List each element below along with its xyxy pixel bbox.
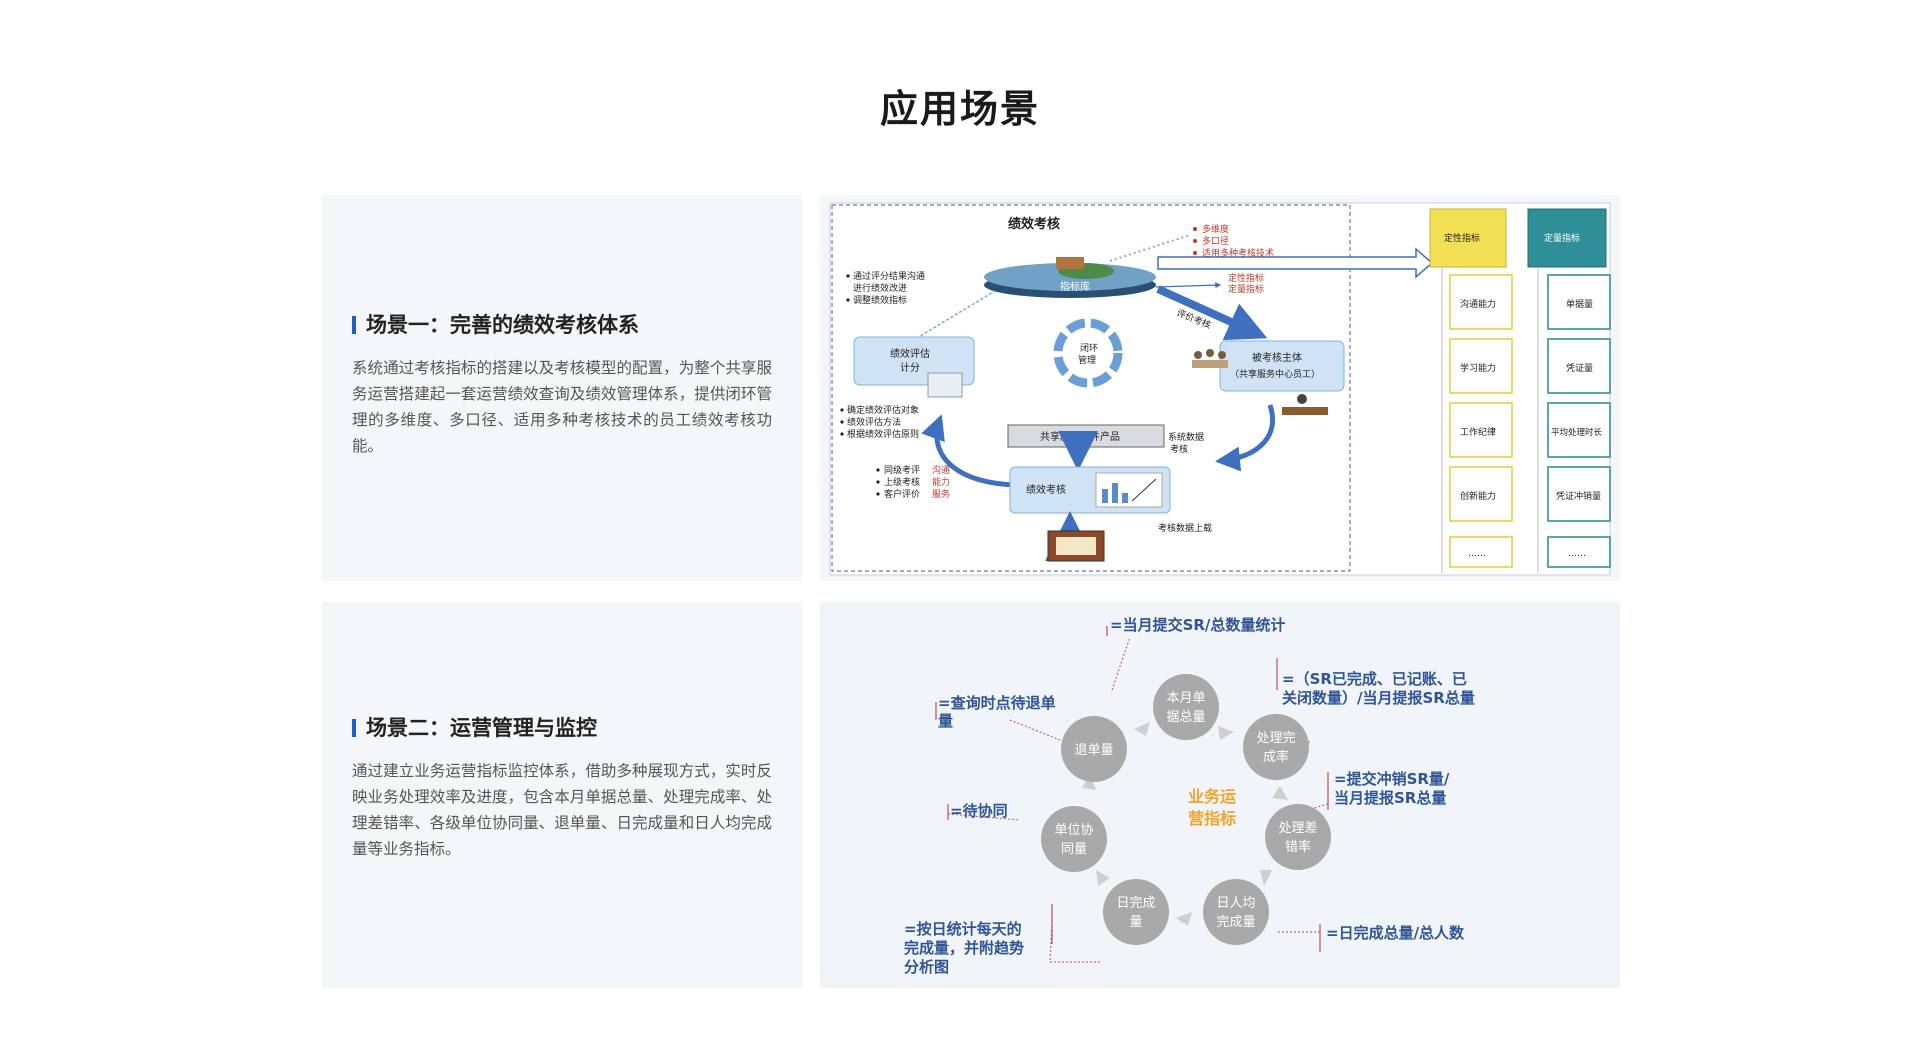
formula-return-2: 量 bbox=[938, 712, 953, 730]
svg-text:量: 量 bbox=[1129, 915, 1142, 930]
d1-review-2-tag: 能力 bbox=[932, 476, 950, 488]
indicator-disc bbox=[984, 257, 1156, 298]
kpi-node-daily: 日完成 量 bbox=[1103, 879, 1169, 945]
employee-icon bbox=[1282, 394, 1328, 415]
qualitative-header bbox=[1429, 208, 1507, 268]
d1-upload: 考核数据上载 bbox=[1158, 522, 1212, 534]
svg-text:处理完: 处理完 bbox=[1256, 731, 1295, 746]
formula-daily-1: =按日统计每天的 bbox=[904, 920, 1022, 938]
d1-feature-3: 适用多种考核技术 bbox=[1202, 247, 1274, 259]
svg-text:平均处理时长: 平均处理时长 bbox=[1551, 427, 1603, 438]
kpi-node-completion: 处理完 成率 bbox=[1243, 714, 1309, 780]
d1-review-1-tag: 沟通 bbox=[932, 464, 950, 476]
d1-metric-type-2: 定量指标 bbox=[1228, 283, 1264, 295]
d2-center-1: 业务运 bbox=[1188, 787, 1236, 806]
svg-text:单位协: 单位协 bbox=[1054, 823, 1093, 838]
formula-completion-1: =（SR已完成、已记账、已 bbox=[1282, 670, 1467, 688]
d1-product: 共享服务套件产品 bbox=[1040, 430, 1120, 443]
d1-metric-type-1: 定性指标 bbox=[1228, 272, 1264, 284]
svg-text:工作纪律: 工作纪律 bbox=[1460, 426, 1496, 438]
scene2-description: 通过建立业务运营指标监控体系，借助多种展现方式，实时反映业务处理效率及进度，包含… bbox=[352, 762, 772, 858]
d1-review-3: 客户评价 bbox=[884, 488, 920, 500]
svg-text:……: …… bbox=[1468, 549, 1486, 559]
people-icon bbox=[1192, 349, 1228, 368]
svg-text:退单量: 退单量 bbox=[1074, 743, 1113, 758]
quantitative-header bbox=[1527, 208, 1607, 268]
svg-text:沟通能力: 沟通能力 bbox=[1460, 298, 1496, 310]
scene2-panel: 场景二：运营管理与监控 通过建立业务运营指标监控体系，借助多种展现方式，实时反映… bbox=[322, 602, 802, 988]
svg-text:凭证冲销量: 凭证冲销量 bbox=[1556, 490, 1601, 502]
d1-method-3: 根据绩效评估原则 bbox=[847, 428, 919, 440]
scene1-panel: 场景一：完善的绩效考核体系 系统通过考核指标的搭建以及考核模型的配置，为整个共享… bbox=[322, 195, 802, 581]
d1-feedback-3: 调整绩效指标 bbox=[853, 294, 907, 306]
d1-review-3-tag: 服务 bbox=[932, 488, 950, 500]
d1-eval-1: 绩效评估 bbox=[890, 347, 930, 360]
svg-text:定性指标: 定性指标 bbox=[1444, 232, 1480, 244]
svg-text:日完成: 日完成 bbox=[1116, 896, 1155, 911]
kpi-node-per-capita: 日人均 完成量 bbox=[1203, 879, 1269, 945]
formula-monthly: =当月提交SR/总数量统计 bbox=[1110, 616, 1285, 634]
formula-daily-2: 完成量，并附趋势 bbox=[904, 939, 1024, 957]
d1-review-2: 上级考核 bbox=[884, 476, 920, 488]
eval-person-icon bbox=[927, 372, 963, 398]
d1-review-1: 同级考评 bbox=[884, 464, 920, 476]
svg-text:……: …… bbox=[1568, 549, 1586, 559]
svg-text:据总量: 据总量 bbox=[1166, 710, 1205, 725]
svg-text:创新能力: 创新能力 bbox=[1460, 490, 1496, 502]
formula-error-1: =提交冲销SR量/ bbox=[1334, 770, 1450, 788]
d1-feedback-1: 通过评分结果沟通 bbox=[853, 270, 925, 282]
d1-subject-2: （共享服务中心员工） bbox=[1230, 368, 1320, 380]
svg-text:处理差: 处理差 bbox=[1278, 821, 1317, 836]
kpi-node-collab: 单位协 同量 bbox=[1041, 806, 1107, 872]
d1-eval-2: 计分 bbox=[900, 361, 920, 374]
d1-feedback-2: 进行绩效改进 bbox=[853, 282, 907, 294]
d1-disc-label: 指标库 bbox=[1060, 280, 1090, 293]
svg-text:日人均: 日人均 bbox=[1216, 896, 1255, 911]
formula-error-2: 当月提报SR总量 bbox=[1334, 789, 1446, 807]
d1-sysdata-2: 考核 bbox=[1170, 443, 1188, 455]
d1-sysdata-1: 系统数据 bbox=[1168, 431, 1204, 443]
kpi-node-error: 处理差 错率 bbox=[1265, 804, 1331, 870]
scene1-diagram: 绩效考核 指标库 多维度 多口径 适用多种考核技术 定性指标 定量指标 通过评分… bbox=[820, 195, 1620, 581]
d1-feature-1: 多维度 bbox=[1202, 223, 1229, 235]
svg-text:学习能力: 学习能力 bbox=[1460, 362, 1496, 374]
closed-loop-icon bbox=[1053, 318, 1123, 388]
svg-text:同量: 同量 bbox=[1061, 842, 1087, 857]
kpi-node-monthly: 本月单 据总量 bbox=[1153, 674, 1219, 740]
subject-box bbox=[1219, 340, 1345, 392]
d1-method-2: 绩效评估方法 bbox=[847, 416, 901, 428]
to-metrics-arrow bbox=[1157, 247, 1434, 279]
svg-text:完成量: 完成量 bbox=[1216, 915, 1255, 930]
kpi-node-return: 退单量 bbox=[1061, 716, 1127, 782]
scene1-title: 场景一：完善的绩效考核体系 bbox=[352, 313, 639, 337]
scene1-description: 系统通过考核指标的搭建以及考核模型的配置，为整个共享服务运营搭建起一套运营绩效查… bbox=[352, 359, 772, 455]
d1-subject-1: 被考核主体 bbox=[1252, 351, 1302, 364]
formula-per-capita: =日完成总量/总人数 bbox=[1326, 924, 1465, 942]
d1-loop-2: 管理 bbox=[1078, 354, 1096, 366]
svg-text:凭证量: 凭证量 bbox=[1566, 362, 1593, 374]
svg-text:本月单: 本月单 bbox=[1166, 691, 1205, 706]
scene2-diagram: 业务运 营指标 本月单 据总量 处理完 成率 处理差 错率 日人均 完成量 日完… bbox=[820, 602, 1620, 988]
svg-text:单据量: 单据量 bbox=[1566, 298, 1593, 310]
scene2-title: 场景二：运营管理与监控 bbox=[352, 716, 597, 740]
d2-center-2: 营指标 bbox=[1188, 809, 1236, 828]
d1-loop-1: 闭环 bbox=[1080, 342, 1098, 354]
d1-method-1: 确定绩效评估对象 bbox=[847, 404, 919, 416]
svg-text:错率: 错率 bbox=[1285, 839, 1311, 855]
svg-text:成率: 成率 bbox=[1263, 749, 1289, 765]
formula-collab: =待协同 bbox=[950, 802, 1008, 820]
d1-main-label: 绩效考核 bbox=[1008, 216, 1060, 232]
formula-completion-2: 关闭数量）/当月提报SR总量 bbox=[1282, 689, 1475, 707]
qualitative-list: 沟通能力 学习能力 工作纪律 创新能力 …… bbox=[1449, 274, 1513, 568]
quantitative-list: 单据量 凭证量 平均处理时长 凭证冲销量 …… bbox=[1547, 274, 1611, 568]
formula-return-1: =查询时点待退单 bbox=[938, 694, 1056, 712]
d1-feature-2: 多口径 bbox=[1202, 235, 1229, 247]
page-title: 应用场景 bbox=[879, 87, 1040, 131]
svg-text:定量指标: 定量指标 bbox=[1544, 232, 1580, 244]
formula-daily-3: 分析图 bbox=[904, 958, 949, 976]
d1-assess: 绩效考核 bbox=[1026, 483, 1066, 496]
